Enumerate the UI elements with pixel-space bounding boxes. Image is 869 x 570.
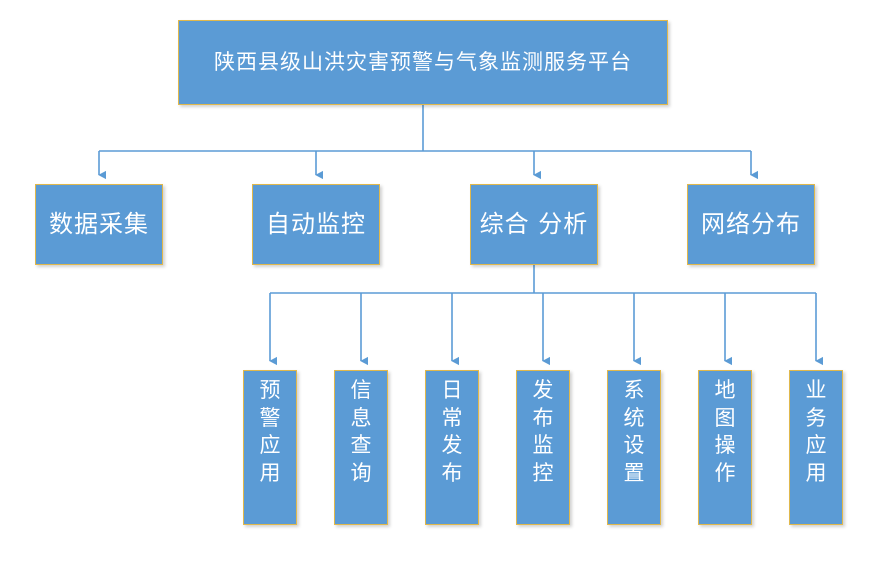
leaf-node-release-monitoring[interactable]: 发布监控: [516, 370, 570, 525]
leaf-node-label: 业务应用: [805, 378, 827, 486]
level2-node-comprehensive-analysis[interactable]: 综合 分析: [470, 184, 598, 265]
leaf-node-warning-application[interactable]: 预警应用: [243, 370, 297, 525]
root-node-label: 陕西县级山洪灾害预警与气象监测服务平台: [214, 49, 632, 74]
level2-node-data-collection[interactable]: 数据采集: [35, 184, 163, 265]
level2-node-auto-monitoring[interactable]: 自动监控: [252, 184, 380, 265]
leaf-node-system-settings[interactable]: 系统设置: [607, 370, 661, 525]
level2-node-label: 网络分布: [701, 209, 801, 238]
leaf-node-map-operation[interactable]: 地图操作: [698, 370, 752, 525]
leaf-node-label: 日常发布: [441, 378, 463, 486]
connector-group-tier1: [98, 105, 758, 180]
connector-group-tier2: [269, 265, 823, 366]
leaf-node-label: 信息查询: [350, 378, 372, 486]
level2-node-label: 综合 分析: [479, 209, 589, 238]
root-node-platform[interactable]: 陕西县级山洪灾害预警与气象监测服务平台: [178, 20, 668, 105]
level2-node-network-distribution[interactable]: 网络分布: [687, 184, 815, 265]
level2-node-label: 自动监控: [266, 209, 366, 238]
leaf-node-information-query[interactable]: 信息查询: [334, 370, 388, 525]
leaf-node-label: 预警应用: [259, 378, 281, 486]
leaf-node-label: 地图操作: [714, 378, 736, 486]
leaf-node-label: 系统设置: [623, 378, 645, 486]
leaf-node-label: 发布监控: [532, 378, 554, 486]
leaf-node-daily-release[interactable]: 日常发布: [425, 370, 479, 525]
level2-node-label: 数据采集: [49, 209, 149, 238]
leaf-node-business-application[interactable]: 业务应用: [789, 370, 843, 525]
